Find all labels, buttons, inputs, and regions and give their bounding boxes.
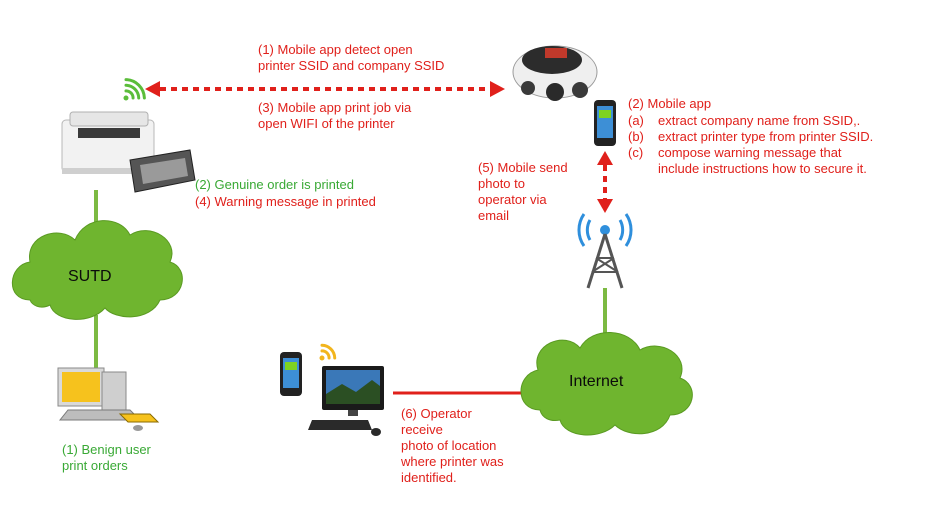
sutd-cloud-icon (11, 220, 183, 320)
step6-label: (6) Operator receive photo of location w… (401, 406, 504, 485)
smartphone-icon (594, 100, 616, 146)
all-in-one-pc-icon (308, 366, 384, 436)
mobile-app-step: (a)extract company name from SSID,. (628, 113, 861, 128)
mobile-app-step: include instructions how to secure it. (658, 161, 867, 176)
operator-wifi-icon (319, 343, 337, 361)
step5-label: (5) Mobile send photo to operator via em… (478, 160, 568, 223)
benign-user-label: (1) Benign user print orders (62, 442, 151, 473)
mobile-app-step: (b)extract printer type from printer SSI… (628, 129, 874, 144)
sutd-cloud-label: SUTD (68, 268, 112, 285)
printer-icon (61, 111, 196, 193)
radio-tower-icon (577, 213, 633, 289)
step1-label: (1) Mobile app detect open printer SSID … (258, 42, 445, 73)
printer-robot-dotted-arrow (145, 81, 505, 97)
step3-label: (3) Mobile app print job via open WIFI o… (258, 100, 412, 131)
step2-genuine-label: (2) Genuine order is printed (195, 177, 354, 192)
wifi-icon (123, 78, 146, 101)
mobile-app-step: (c)compose warning message that (628, 145, 842, 160)
mobile-app-steps: (a)extract company name from SSID,. (b)e… (628, 113, 873, 177)
mobile-app-title: (2) Mobile app (628, 96, 712, 111)
phone-tower-dotted-arrow (597, 151, 613, 213)
operator-smartphone-icon (280, 352, 302, 396)
robot-vacuum-icon (512, 45, 598, 101)
internet-cloud-label: Internet (569, 373, 624, 390)
desktop-computer-icon (57, 367, 160, 431)
step4-warning-label: (4) Warning message in printed (195, 194, 376, 209)
internet-cloud-icon (520, 332, 693, 436)
